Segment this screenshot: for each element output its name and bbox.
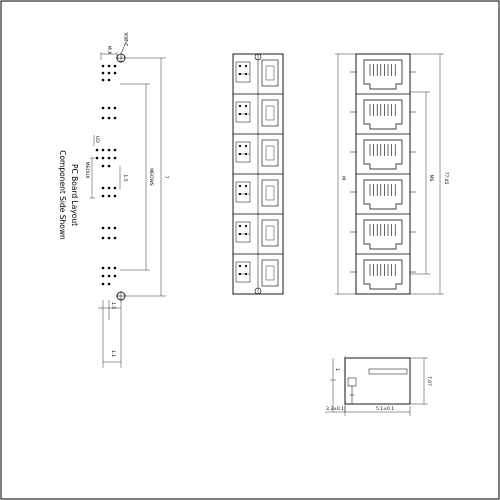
front-port: [350, 213, 416, 250]
rear-port: [233, 213, 283, 247]
front-port: [350, 173, 416, 210]
pcb-pin-clusters: [95, 64, 117, 286]
rear-view: [232, 53, 284, 295]
pcb-led-pitch: 1.5: [122, 174, 128, 181]
pcb-layout-title: PC Board Layout: [70, 164, 79, 226]
front-overall-dim: 77.45: [443, 172, 449, 185]
pcb-top-pitch: M.X: [106, 46, 112, 54]
pcb-port-span: MEOWS: [148, 168, 154, 186]
pcb-led-label: MEOUX: [84, 162, 90, 179]
front-pitch-dim: MS: [428, 175, 434, 182]
pcb-bottom-left: 1.5: [110, 302, 116, 309]
side-base-left: 3.3±0.1: [326, 406, 344, 412]
side-height-dim: 7.07: [426, 376, 432, 386]
rear-port: [233, 133, 283, 167]
rear-port: [233, 173, 283, 207]
front-left-dim: M: [340, 176, 346, 180]
rear-port: [235, 59, 279, 87]
side-base-right: 5.1±0.1: [376, 406, 394, 412]
front-view: M MS 77.45: [335, 53, 449, 295]
pcb-hole-callout: 2-Ø0K: [123, 31, 130, 46]
front-port: [350, 253, 416, 290]
rear-port: [233, 253, 283, 287]
pcb-layout-subtitle: Component Side Shown: [58, 150, 67, 240]
pcb-layout-view: PC Board Layout Component Side Shown 2-Ø…: [58, 31, 169, 368]
side-view: 7.07 1 3.3±0.1 5.1±0.1: [325, 356, 432, 416]
pcb-side-pitch: UD: [94, 136, 100, 143]
front-port: [350, 93, 416, 130]
pcb-overall: 7: [163, 176, 169, 179]
front-port: [350, 59, 416, 90]
pcb-bottom-width: 1.1: [110, 350, 116, 357]
front-port: [350, 133, 416, 170]
rear-port: [233, 93, 283, 127]
side-pin-dim: 1: [334, 368, 340, 371]
